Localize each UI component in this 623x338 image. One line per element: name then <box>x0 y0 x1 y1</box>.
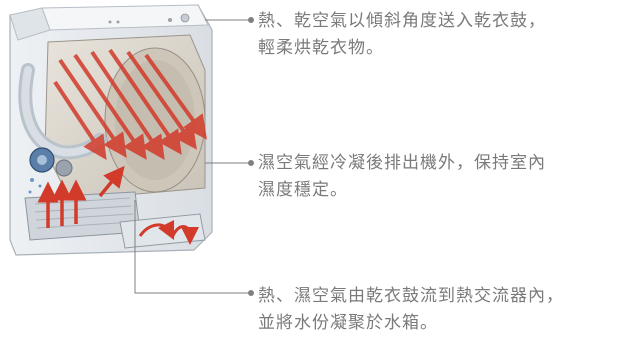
leader-dots <box>248 17 254 296</box>
drum <box>44 34 206 201</box>
callout-hot-dry-air: 熱、乾空氣以傾斜角度送入乾衣鼓， 輕柔烘乾衣物。 <box>258 8 546 62</box>
callout-line: 熱、乾空氣以傾斜角度送入乾衣鼓， <box>258 11 546 31</box>
callout-line: 濕度穩定。 <box>258 180 348 200</box>
bottom-hot-arrows <box>37 165 125 228</box>
callout-line: 輕柔烘乾衣物。 <box>258 38 384 58</box>
hot-air-arrows <box>53 48 208 161</box>
blue-particles <box>28 178 42 194</box>
callout-line: 並將水份凝聚於水箱。 <box>258 313 438 333</box>
callout-line: 濕空氣經冷凝後排出機外，保持室內 <box>258 153 546 173</box>
leader-lines <box>134 19 250 294</box>
motor-fan <box>29 147 73 177</box>
callout-condensed-air: 濕空氣經冷凝後排出機外，保持室內 濕度穩定。 <box>258 150 546 204</box>
airflow-swirl <box>138 219 199 245</box>
callout-heat-exchanger: 熱、濕空氣由乾衣鼓流到熱交流器內， 並將水份凝聚於水箱。 <box>258 283 564 337</box>
callout-line: 熱、濕空氣由乾衣鼓流到熱交流器內， <box>258 286 564 306</box>
